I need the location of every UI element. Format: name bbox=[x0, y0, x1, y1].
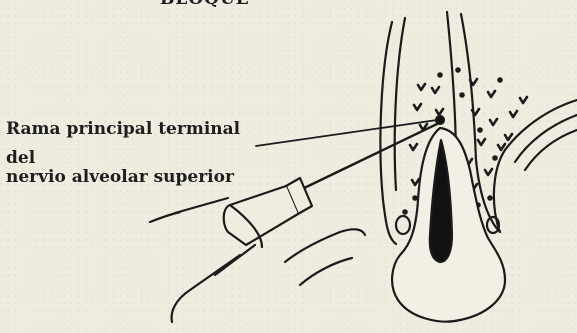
label-line-3: nervio alveolar superior bbox=[6, 169, 234, 186]
leader-line bbox=[256, 120, 437, 146]
tooth bbox=[392, 128, 505, 322]
label-line-1: Rama principal terminal bbox=[6, 121, 240, 138]
hand-outline bbox=[285, 229, 365, 285]
apex-circle bbox=[396, 216, 410, 234]
needle bbox=[300, 124, 437, 190]
label-line-2: del bbox=[6, 150, 35, 167]
heading-text: BLOQUE bbox=[160, 0, 250, 8]
